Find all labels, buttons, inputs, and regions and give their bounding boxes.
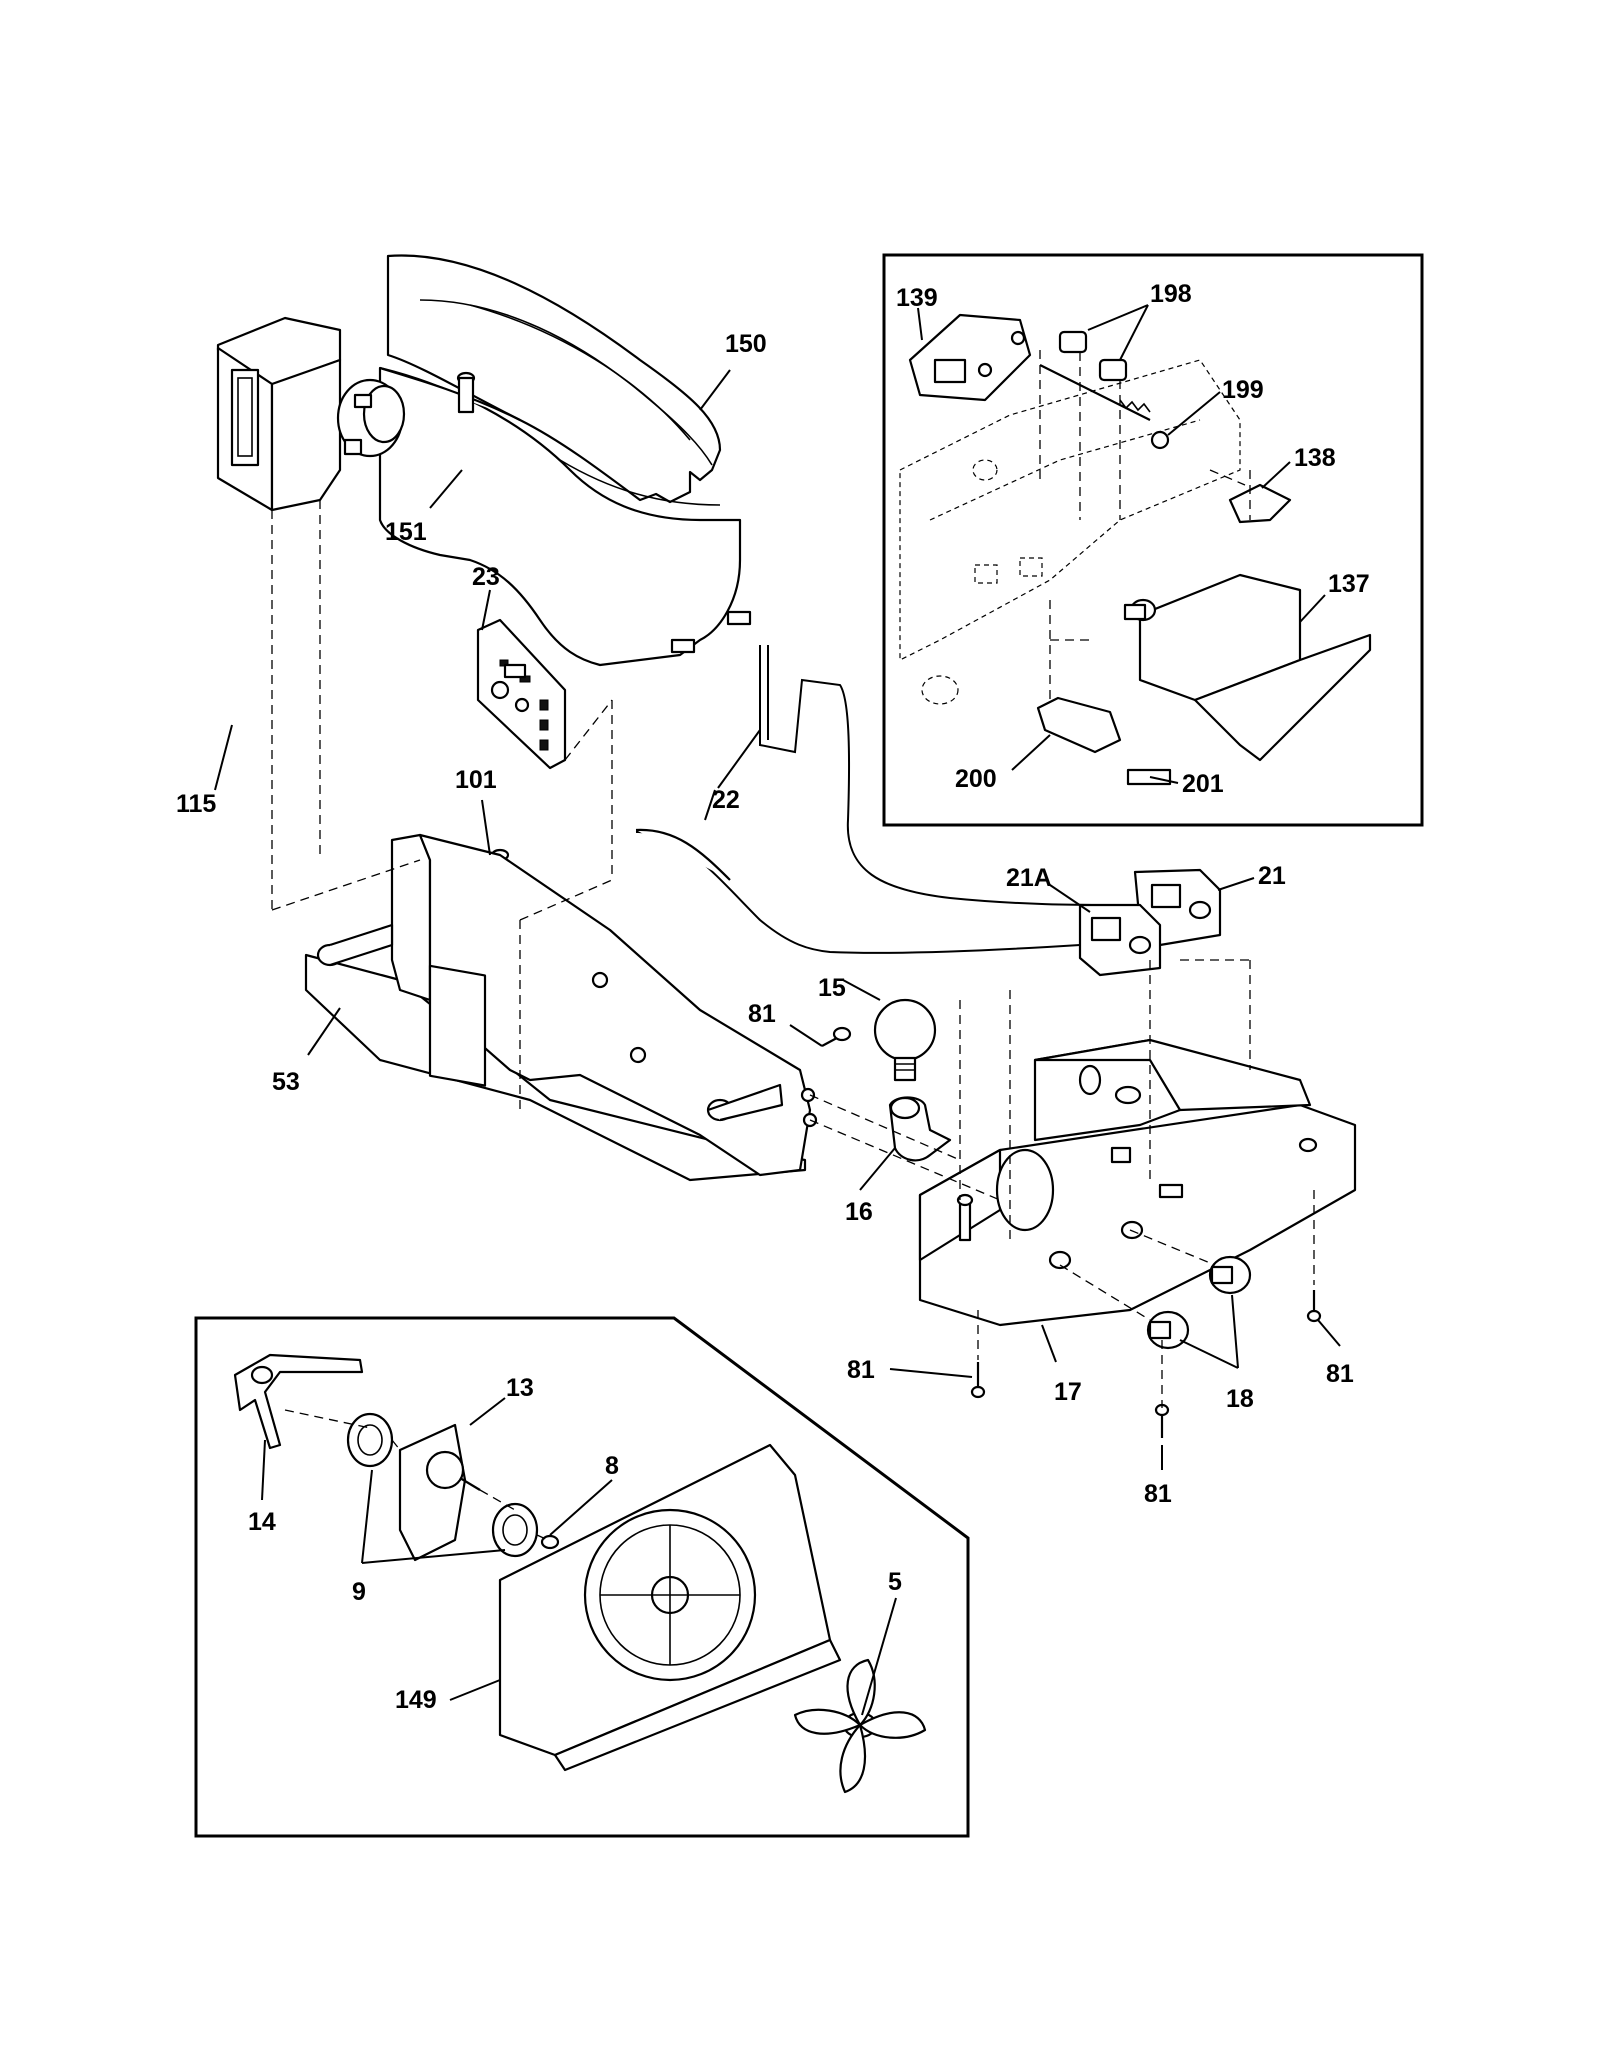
- callout-9: 9: [352, 1578, 366, 1606]
- knob-parts-18: [1146, 1255, 1252, 1350]
- light-bulb-part: [873, 998, 937, 1082]
- callout-149: 149: [395, 1686, 437, 1714]
- screw-part-81-lower-mid: [1154, 1403, 1170, 1438]
- inset-ghost-housing: [899, 359, 1241, 705]
- pad-part-200: [1036, 696, 1122, 754]
- callout-16: 16: [845, 1198, 873, 1226]
- switch-part-21A: [1078, 903, 1162, 977]
- lamp-socket-part: [888, 1096, 952, 1162]
- callout-198: 198: [1150, 280, 1192, 308]
- callout-137: 137: [1328, 570, 1370, 598]
- grommet-parts-9: [346, 1412, 539, 1558]
- bracket-part-138: [1228, 483, 1292, 524]
- callout-81-lower-right: 81: [1326, 1360, 1354, 1388]
- spring-rod-part-199: [1039, 364, 1170, 450]
- callout-21A: 21A: [1006, 864, 1052, 892]
- callout-115: 115: [176, 790, 216, 818]
- inset-box-fan: [194, 1316, 970, 1838]
- callout-81-lower-left: 81: [847, 1356, 875, 1384]
- callout-labels: 150 151 23 115 101 22 53 81 15 16 21A 21…: [176, 280, 1370, 1714]
- screw-part-81-upper: [821, 1026, 852, 1047]
- chute-part: [378, 366, 752, 667]
- lever-part-137: [1123, 573, 1372, 762]
- callout-199: 199: [1222, 376, 1264, 404]
- label-part-201: [1126, 768, 1172, 786]
- callout-53: 53: [272, 1068, 300, 1096]
- motor-bracket-part-14: [233, 1353, 364, 1450]
- fan-motor-part-13: [398, 1423, 481, 1562]
- callout-200: 200: [955, 765, 997, 793]
- callout-13: 13: [506, 1374, 534, 1402]
- callout-150: 150: [725, 330, 767, 358]
- callout-17: 17: [1054, 1378, 1082, 1406]
- fan-shroud-part-149: [498, 1443, 842, 1772]
- callout-14: 14: [248, 1508, 276, 1536]
- callout-138: 138: [1294, 444, 1336, 472]
- callout-8: 8: [605, 1452, 619, 1480]
- callout-139: 139: [896, 284, 938, 312]
- valve-part-139: [908, 313, 1032, 402]
- assembly-lines: [271, 350, 1315, 1541]
- callout-21: 21: [1258, 862, 1286, 890]
- callout-18: 18: [1226, 1385, 1254, 1413]
- dispenser-frame-part: [304, 833, 818, 1182]
- callout-201: 201: [1182, 770, 1224, 798]
- callout-151: 151: [385, 518, 427, 546]
- callout-23: 23: [472, 563, 500, 591]
- chute-cover-part: [386, 254, 722, 504]
- callout-15: 15: [818, 974, 846, 1002]
- control-box-part: [216, 316, 406, 512]
- callout-5: 5: [888, 1568, 902, 1596]
- inset-box-dispenser: [882, 253, 1424, 827]
- wire-harness-part: [635, 645, 1111, 954]
- callout-101: 101: [455, 766, 497, 794]
- callout-81-lower-mid: 81: [1144, 1480, 1172, 1508]
- clip-parts-198: [1058, 330, 1128, 382]
- washer-part-8: [540, 1534, 560, 1550]
- circuit-board-part: [476, 618, 567, 770]
- callout-81-upper: 81: [748, 1000, 776, 1028]
- fan-blade-part-5: [793, 1658, 927, 1794]
- callout-22: 22: [712, 786, 740, 814]
- leader-lines: [214, 304, 1341, 1716]
- screw-part-81-lower-right: [1306, 1290, 1322, 1323]
- screw-part-81-lower-left: [970, 1362, 986, 1399]
- dispenser-housing-part: [918, 1038, 1357, 1327]
